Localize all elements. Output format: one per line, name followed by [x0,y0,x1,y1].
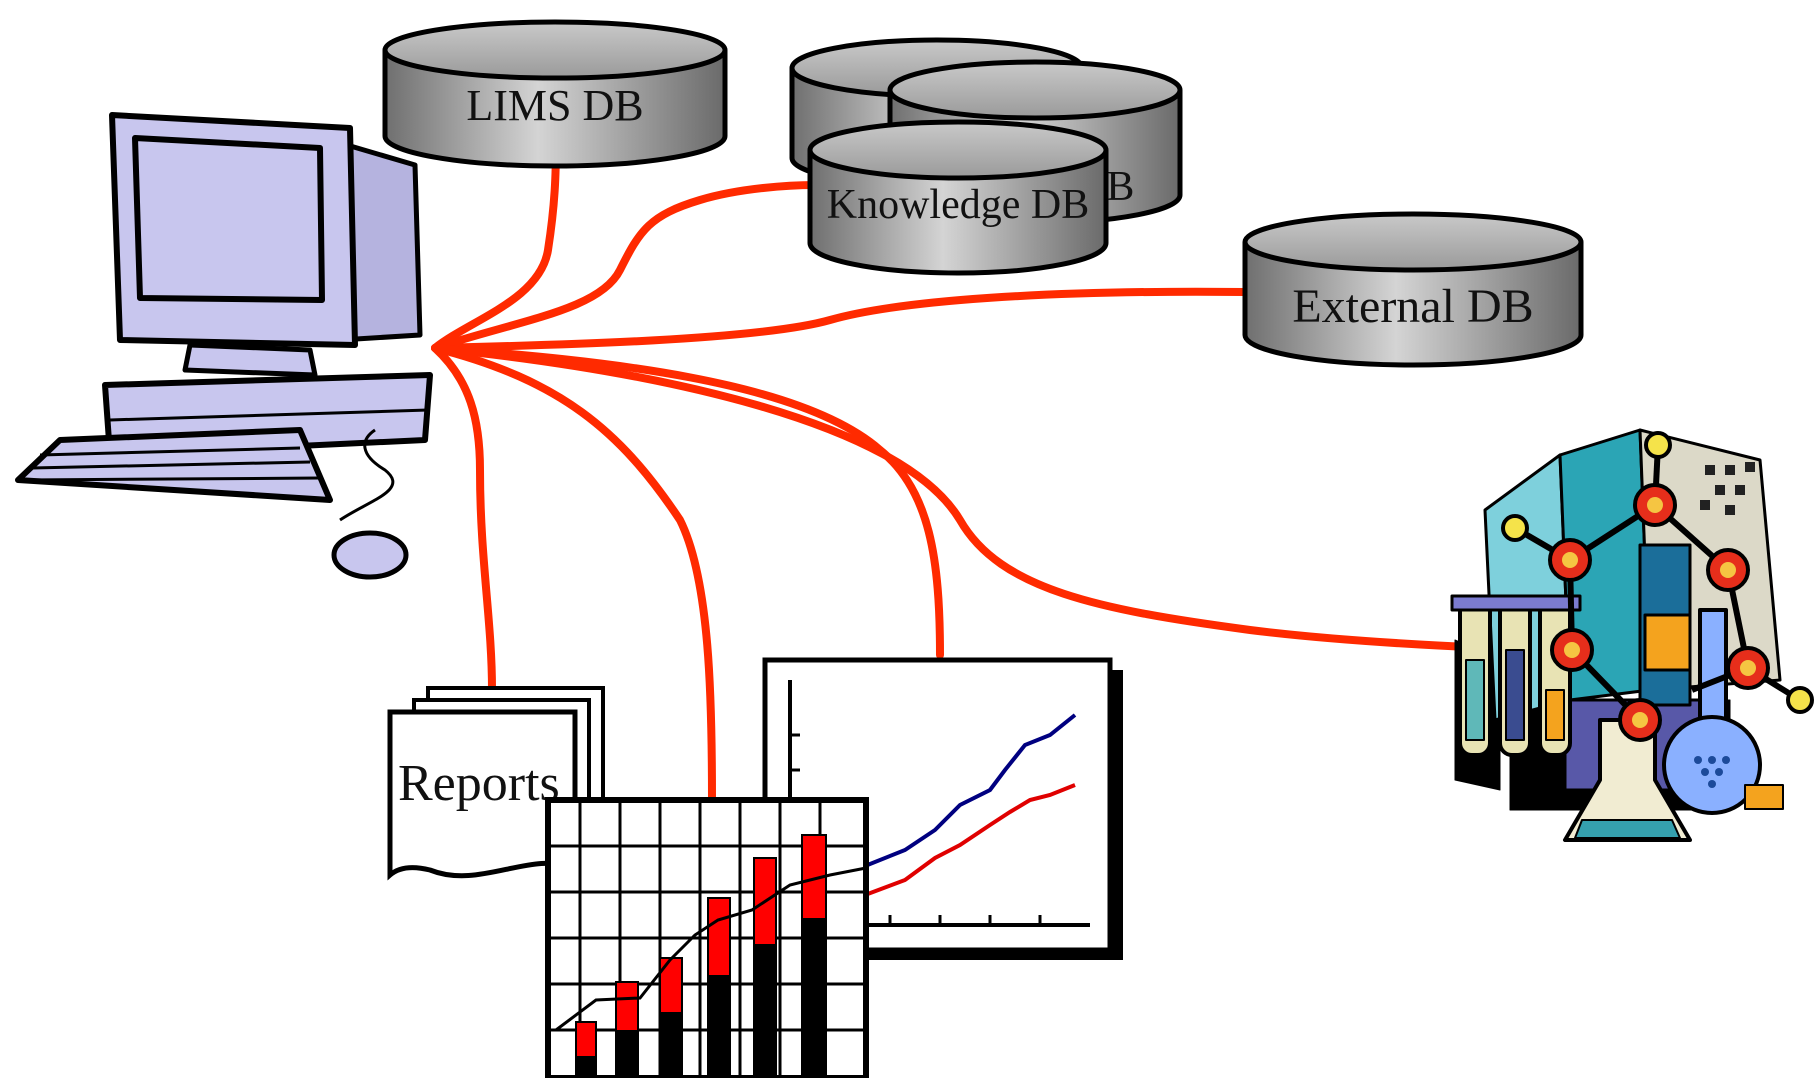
database-knowledge-label: Knowledge DB [827,182,1089,228]
reports-label: Reports [398,755,560,812]
connector-lims [431,136,560,352]
database-external[interactable]: External DB [1242,211,1584,368]
line-chart-icon[interactable] [762,657,1123,960]
line-chart-series-red [864,783,1076,897]
connector-line-chart [431,344,944,659]
line-chart-series-blue [859,713,1077,870]
database-lims-label: LIMS DB [466,81,643,130]
database-external-label: External DB [1292,280,1533,333]
connector-bar-chart [431,344,716,804]
database-lims[interactable]: LIMS DB [382,19,728,169]
bar-3-base [660,1012,682,1078]
bar-4-base [708,975,730,1078]
bar-5-base [754,944,776,1078]
connector-reports [431,344,496,694]
database-knowledge[interactable]: Knowledge DB [807,119,1109,276]
desktop-computer-icon [15,112,433,580]
bar-chart-icon[interactable] [545,797,869,1078]
connector-external [431,287,1249,352]
bar-1-base [576,1056,596,1078]
bar-6-base [802,918,826,1078]
bar-2-base [616,1030,638,1078]
bar-chart-bars [575,834,827,1078]
laboratory-equipment-icon [1450,428,1814,842]
connector-knowledge [431,181,819,352]
connector-lab [431,344,1494,652]
bar-chart-trend-line [555,866,867,1032]
connectors [431,136,1494,804]
